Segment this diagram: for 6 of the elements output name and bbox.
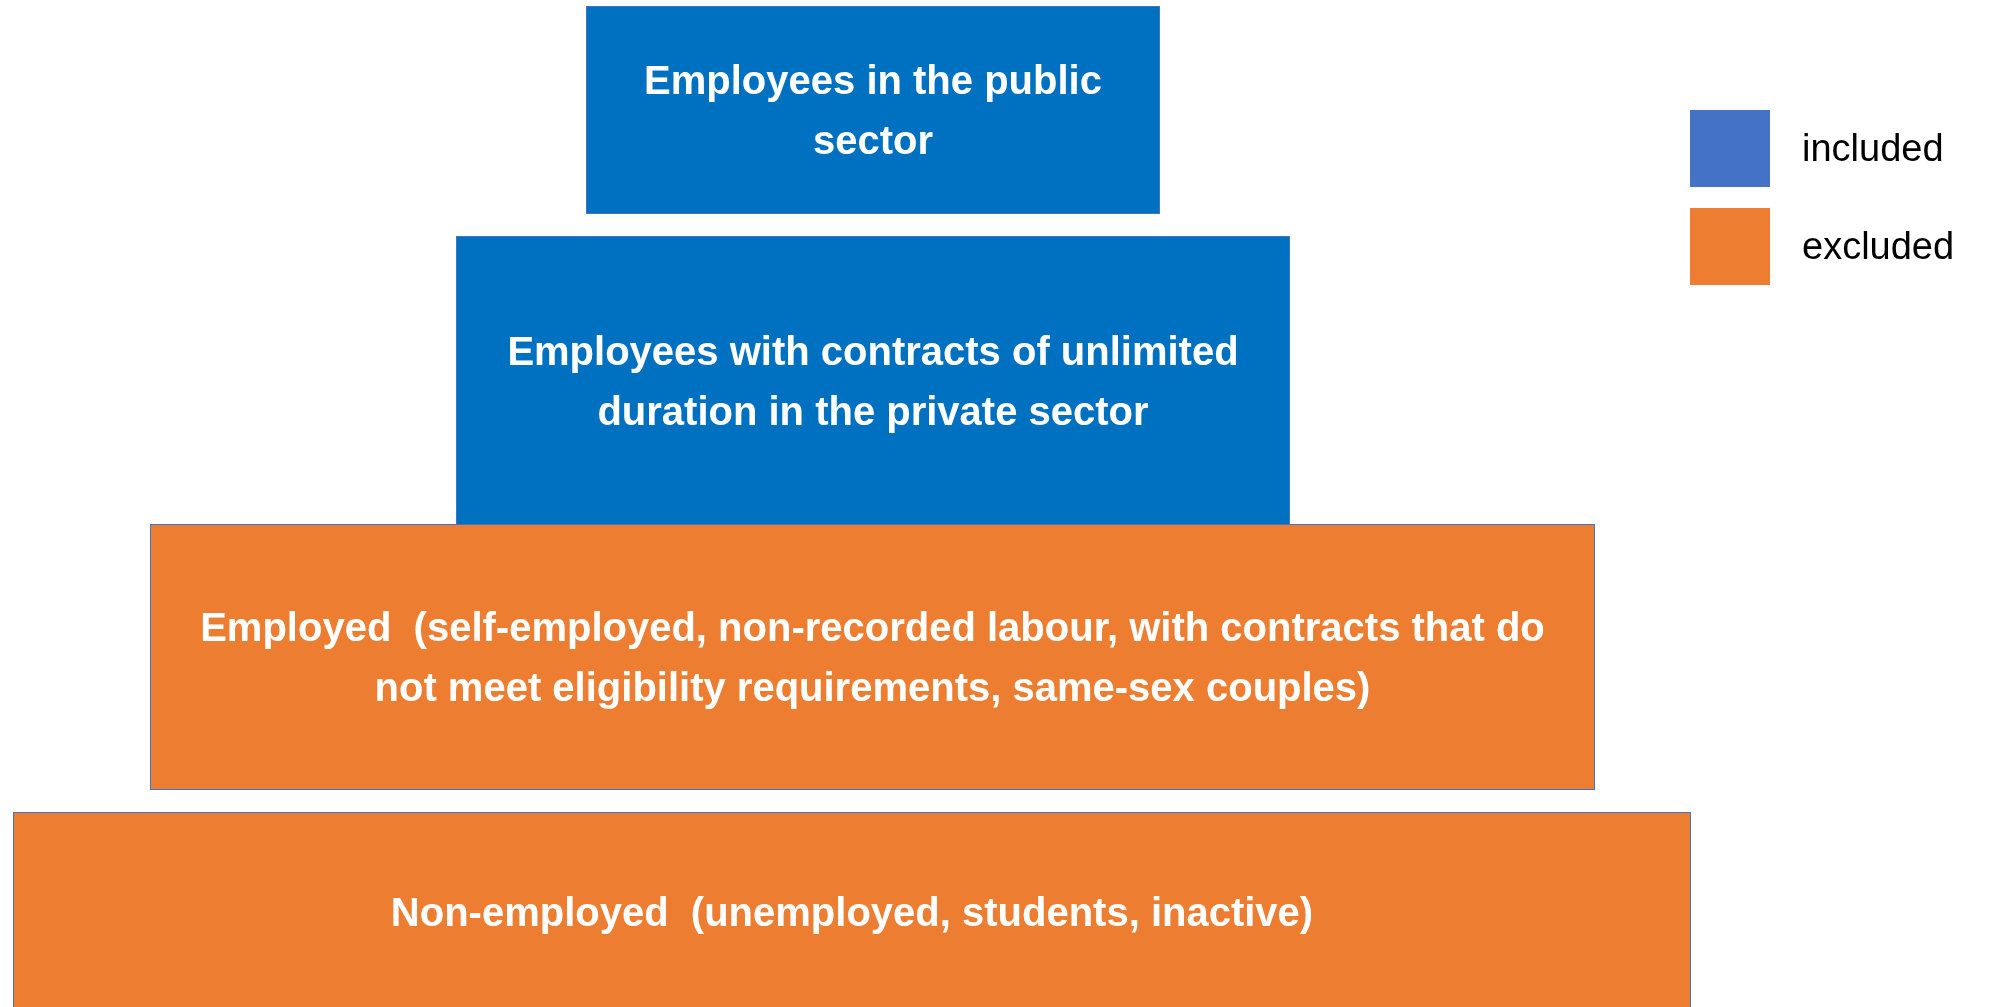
tier-box: Employees in the public sector bbox=[586, 6, 1160, 214]
tier-box: Non-employed (unemployed, students, inactive) bbox=[13, 812, 1691, 1007]
legend-label: excluded bbox=[1802, 224, 1955, 269]
tier-box: Employed (self-employed, non-recorded labour, with contracts that do not meet eligibility requirements, same-sex couples) bbox=[150, 524, 1595, 790]
legend-label: included bbox=[1802, 126, 1944, 171]
tier-box: Employees with contracts of unlimited duration in the private sector bbox=[456, 236, 1290, 525]
